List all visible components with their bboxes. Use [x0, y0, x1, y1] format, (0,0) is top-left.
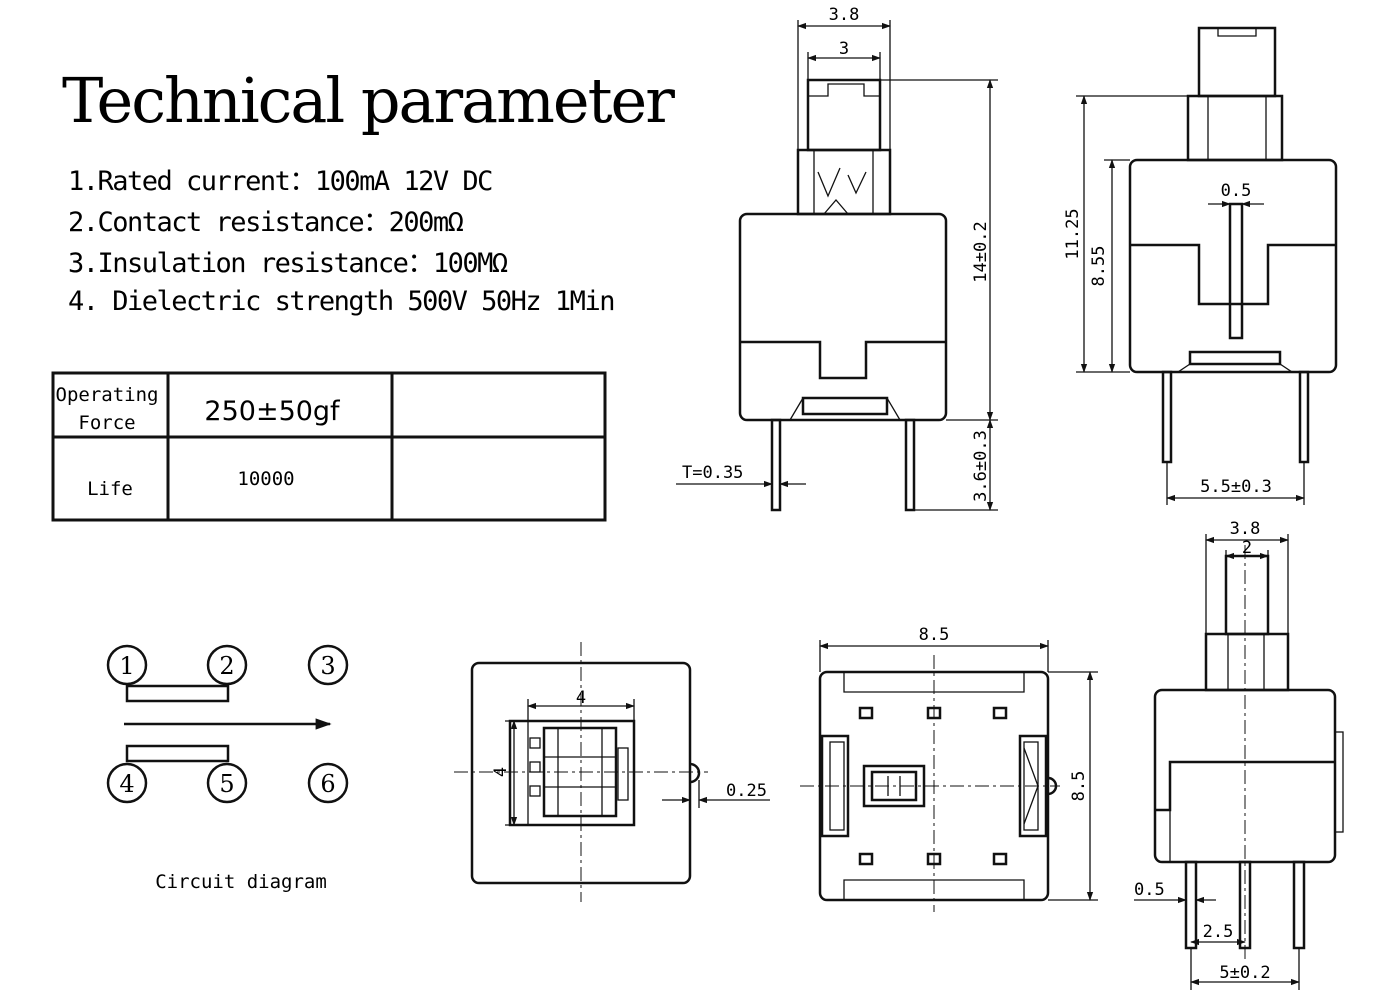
- end-view-drawing: [1153, 545, 1344, 960]
- spec-rated-current: 1.Rated current：100mA 12V DC: [68, 166, 492, 197]
- dim-top-offset: 0.25: [726, 781, 767, 801]
- pin-4: 4: [106, 762, 148, 804]
- dim-front-top-inner: 3: [839, 39, 849, 59]
- operating-force-label-line1: Operating: [56, 384, 159, 406]
- contact-bar-upper: [125, 684, 230, 703]
- parameter-table: Operating Force 250±50gf Life 10000: [51, 371, 607, 522]
- top-view-drawing: [454, 642, 708, 902]
- svg-text:2: 2: [219, 652, 234, 680]
- circuit-diagram: 1 2 3 4 5 6 Circuit diagram: [106, 644, 349, 893]
- dim-end-pin-width: 0.5: [1134, 880, 1165, 900]
- dim-bottom-width: 8.5: [919, 625, 950, 645]
- side-view-drawing: [1128, 26, 1338, 464]
- life-value: 10000: [237, 468, 294, 490]
- dim-top-square-width: 4: [576, 688, 586, 708]
- bottom-view-dimensions: 8.5 8.5: [819, 625, 1098, 901]
- pin-6: 6: [307, 762, 349, 804]
- svg-text:4: 4: [119, 770, 134, 798]
- svg-text:1: 1: [119, 652, 134, 680]
- front-view-dimensions: 3.8 3 14±0.2 3.6±0.3 T=0.35: [676, 5, 998, 511]
- operating-force-label-line2: Force: [78, 412, 135, 434]
- end-view-dimensions: 3.8 2 0.5 2.5 5±0.2: [1134, 519, 1300, 990]
- dim-end-pin-half-pitch: 2.5: [1203, 922, 1234, 942]
- dim-front-pin-thickness: T=0.35: [682, 463, 743, 483]
- spec-insulation-resistance: 3.Insulation resistance：100MΩ: [68, 248, 508, 279]
- pin-1: 1: [106, 644, 148, 686]
- spec-contact-resistance: 2.Contact resistance：200mΩ: [68, 207, 464, 238]
- spec-list: 1.Rated current：100mA 12V DC 2.Contact r…: [68, 166, 615, 317]
- pin-5: 5: [206, 762, 248, 804]
- page-title: Technical parameter: [62, 64, 675, 137]
- dim-side-body-height: 8.55: [1089, 246, 1109, 287]
- dim-side-total-height: 11.25: [1063, 208, 1083, 259]
- bottom-view-drawing: [800, 655, 1060, 912]
- dim-bottom-height: 8.5: [1069, 771, 1089, 802]
- contact-bar-lower: [125, 744, 230, 763]
- pin-3: 3: [307, 644, 349, 686]
- side-view-dimensions: 11.25 8.55 0.5 5.5±0.3: [1063, 95, 1305, 505]
- dim-front-height: 14±0.2: [971, 221, 991, 282]
- dim-end-top-inner: 2: [1242, 538, 1252, 558]
- operating-force-value: 250±50gf: [204, 396, 341, 427]
- dim-side-pin-pitch: 5.5±0.3: [1200, 477, 1272, 497]
- dim-side-slot-width: 0.5: [1221, 181, 1252, 201]
- pin-2: 2: [206, 644, 248, 686]
- dim-front-top-outer: 3.8: [829, 5, 860, 25]
- svg-text:5: 5: [219, 770, 234, 798]
- dim-front-pin-length: 3.6±0.3: [971, 430, 991, 502]
- spec-dielectric-strength: 4. Dielectric strength 500V 50Hz 1Min: [68, 286, 614, 317]
- front-view-drawing: [738, 78, 948, 512]
- dim-end-pin-pitch: 5±0.2: [1219, 963, 1270, 983]
- dim-end-top-outer: 3.8: [1230, 519, 1261, 539]
- svg-text:6: 6: [320, 770, 335, 798]
- svg-text:3: 3: [320, 652, 335, 680]
- top-view-dimensions: 4 4 0.25: [491, 688, 770, 826]
- life-label: Life: [87, 478, 133, 500]
- dim-top-square-height: 4: [491, 767, 511, 777]
- circuit-caption: Circuit diagram: [155, 871, 327, 893]
